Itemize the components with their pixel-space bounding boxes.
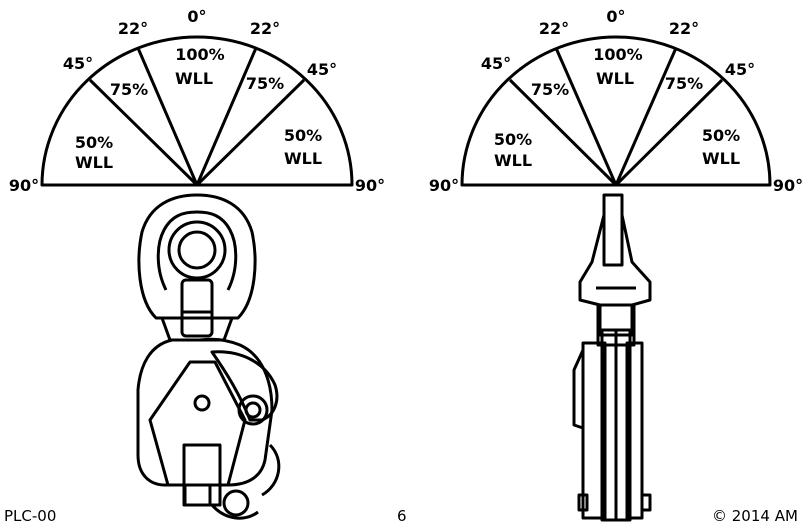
left-ray-45-right [195, 78, 306, 187]
right-angle-chart [460, 35, 772, 187]
lock-knob [222, 489, 250, 517]
left-zone-100-pct: 100% [175, 45, 224, 64]
cam-lever [210, 350, 279, 422]
footer-doc-code: PLC-00 [4, 507, 57, 525]
left-zone-50-left-pct: 50% [75, 133, 113, 152]
left-ray-45-left [88, 78, 199, 187]
side-foot-left [577, 493, 589, 512]
right-zone-50-right-unit: WLL [702, 149, 740, 168]
side-cam-edge [572, 349, 585, 430]
side-foot-right [640, 493, 652, 512]
left-angle-45-left: 45° [63, 54, 93, 73]
side-plate-right [625, 341, 644, 520]
clamp-side-view [572, 193, 652, 522]
side-plate-inner-right [614, 328, 632, 522]
right-ray-22-right [614, 47, 678, 186]
right-zone-75-left: 75% [531, 80, 569, 99]
pivot-pin [193, 394, 211, 412]
left-angle-90-right: 90° [355, 176, 385, 195]
left-angle-0: 0° [187, 7, 206, 26]
left-ray-22-right [195, 47, 258, 186]
left-protractor-outline [40, 35, 354, 187]
left-angle-45-right: 45° [307, 60, 337, 79]
right-zone-50-right-pct: 50% [702, 126, 740, 145]
jaw-throat [182, 443, 222, 507]
left-angle-chart [40, 35, 354, 187]
clamp-front-view [136, 193, 281, 520]
right-angle-0: 0° [606, 7, 625, 26]
lifting-eye-hole [177, 230, 217, 270]
right-zone-100-pct: 100% [593, 45, 642, 64]
right-zone-100-unit: WLL [596, 69, 634, 88]
footer-copyright: © 2014 AM [712, 507, 798, 525]
right-angle-45-left: 45° [481, 54, 511, 73]
cam-pin-outer [237, 394, 269, 426]
right-protractor-outline [460, 35, 772, 187]
left-labels: 0° 22° 22° 45° 45° 90° 90° 100% WLL 75% … [9, 7, 385, 195]
side-shackle-top [602, 193, 624, 267]
side-plate-left [581, 341, 607, 520]
footer-page-number: 6 [397, 507, 407, 525]
left-zone-50-right-unit: WLL [284, 149, 322, 168]
right-ray-22-left [554, 47, 618, 186]
right-zone-50-left-pct: 50% [494, 130, 532, 149]
left-zone-75-right: 75% [246, 74, 284, 93]
left-zone-75-left: 75% [110, 80, 148, 99]
lock-arc [210, 503, 259, 520]
left-zone-50-left-unit: WLL [75, 153, 113, 172]
right-zone-50-left-unit: WLL [494, 151, 532, 170]
shackle-inner-slot [156, 210, 238, 291]
cam-pin-inner [244, 401, 262, 419]
clamp-body [136, 337, 274, 507]
left-zone-50-right-pct: 50% [284, 126, 322, 145]
cam-handle-edge [261, 443, 281, 497]
swivel-link [180, 278, 214, 338]
right-angle-22-left: 22° [539, 19, 569, 38]
right-labels: 0° 22° 22° 45° 45° 90° 90° 100% WLL 75% … [429, 7, 803, 195]
left-angle-90-left: 90° [9, 176, 39, 195]
shackle-outer [137, 193, 257, 320]
side-shackle-flare [578, 214, 652, 337]
right-ray-45-left [508, 78, 618, 187]
left-ray-22-left [136, 47, 199, 186]
right-angle-22-right: 22° [669, 19, 699, 38]
right-angle-45-right: 45° [725, 60, 755, 79]
right-zone-75-right: 75% [665, 74, 703, 93]
left-angle-22-right: 22° [250, 19, 280, 38]
right-angle-90-right: 90° [773, 176, 803, 195]
right-ray-45-right [614, 78, 724, 187]
left-zone-100-unit: WLL [175, 69, 213, 88]
left-angle-22-left: 22° [118, 19, 148, 38]
right-angle-90-left: 90° [429, 176, 459, 195]
lifting-eye-ring [167, 220, 227, 280]
